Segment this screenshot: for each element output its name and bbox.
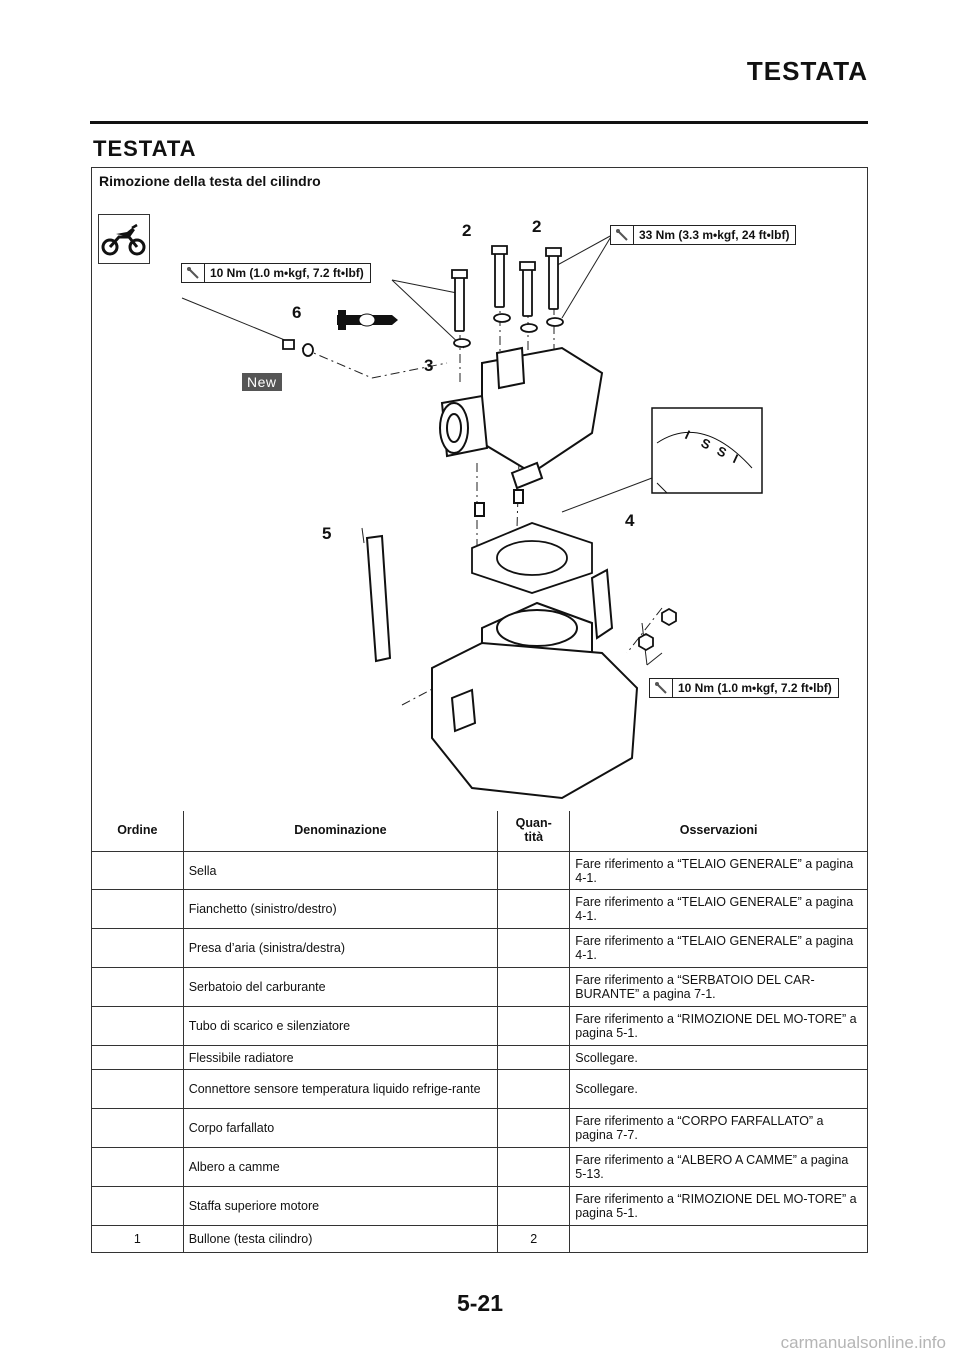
column-header-name: Denominazione <box>182 811 498 852</box>
cell-quantity: 2 <box>497 1225 570 1253</box>
cell-order <box>92 1108 184 1148</box>
part-number-5: 5 <box>322 524 332 543</box>
cell-order <box>92 967 184 1007</box>
table-row: Flessibile radiatore Scollegare. <box>92 1045 867 1070</box>
cell-name: Sella <box>182 851 498 890</box>
motorcycle-icon <box>98 214 150 264</box>
torque-wrench-icon <box>650 679 673 697</box>
svg-text:I: I <box>683 427 693 442</box>
cell-quantity <box>497 967 570 1007</box>
table-row: Connettore sensore temperatura liquido r… <box>92 1069 867 1109</box>
cell-order <box>92 852 183 890</box>
cell-notes: Scollegare. <box>569 1045 867 1070</box>
table-row: Albero a camme Fare riferimento a “ALBER… <box>92 1147 867 1187</box>
cell-notes: Fare riferimento a “SERBATOIO DEL CAR-BU… <box>569 967 867 1007</box>
watermark: carmanualsonline.info <box>780 1333 946 1352</box>
cell-order <box>92 1045 184 1070</box>
column-header-order: Ordine <box>92 811 184 852</box>
table-row: Tubo di scarico e silenziatore Fare rife… <box>92 1006 867 1046</box>
torque-wrench-icon <box>182 264 205 282</box>
cell-name: Staffa superiore motore <box>182 1186 498 1226</box>
table-row: Corpo farfallato Fare riferimento a “COR… <box>92 1108 867 1148</box>
cell-quantity <box>497 1069 570 1109</box>
cell-order <box>92 1006 184 1046</box>
cell-notes: Fare riferimento a “TELAIO GENERALE” a p… <box>569 928 867 968</box>
table-row: 1 Bullone (testa cilindro) 2 <box>92 1225 867 1253</box>
cell-notes: Fare riferimento a “ALBERO A CAMME” a pa… <box>569 1147 867 1187</box>
cell-quantity <box>497 851 570 890</box>
part-number-6: 6 <box>292 303 302 322</box>
cell-notes: Fare riferimento a “RIMOZIONE DEL MO-TOR… <box>569 1186 867 1226</box>
cell-order <box>92 928 184 968</box>
cell-order <box>92 1147 184 1187</box>
cell-quantity <box>497 1186 570 1226</box>
header-rule <box>90 121 868 124</box>
cell-name: Corpo farfallato <box>182 1108 498 1148</box>
torque-label-nuts: 10 Nm (1.0 m•kgf, 7.2 ft•lbf) <box>649 678 839 698</box>
cell-name: Flessibile radiatore <box>182 1045 498 1070</box>
table-row: Staffa superiore motore Fare riferimento… <box>92 1186 867 1226</box>
torque-wrench-icon <box>611 226 634 244</box>
cell-name: Serbatoio del carburante <box>182 967 498 1007</box>
cell-order: 1 <box>92 1225 184 1253</box>
table-header-row: Ordine Denominazione Quan- tità Osservaz… <box>92 811 867 852</box>
svg-text:I: I <box>731 451 741 466</box>
cell-name: Tubo di scarico e silenziatore <box>182 1006 498 1046</box>
cell-quantity <box>497 889 570 929</box>
part-number-2: 2 <box>462 221 472 240</box>
cell-quantity <box>497 1006 570 1046</box>
column-header-quantity: Quan- tità <box>497 811 570 852</box>
cylinder-head-exploded-diagram: I S S I <box>181 234 763 800</box>
part-number-3: 3 <box>424 356 434 375</box>
diagram-caption: Rimozione della testa del cilindro <box>99 173 321 189</box>
torque-value: 10 Nm (1.0 m•kgf, 7.2 ft•lbf) <box>678 681 832 695</box>
section-title: TESTATA <box>93 136 197 161</box>
torque-label-bolts: 33 Nm (3.3 m•kgf, 24 ft•lbf) <box>610 225 797 245</box>
table-row: Fianchetto (sinistro/destro) Fare riferi… <box>92 889 867 929</box>
cell-notes: Fare riferimento a “CORPO FARFALLATO” a … <box>569 1108 867 1148</box>
table-row: Serbatoio del carburante Fare riferiment… <box>92 967 867 1007</box>
torque-label-bolt-6: 10 Nm (1.0 m•kgf, 7.2 ft•lbf) <box>181 263 371 283</box>
cell-notes: Scollegare. <box>569 1069 867 1109</box>
torque-value: 33 Nm (3.3 m•kgf, 24 ft•lbf) <box>639 228 790 242</box>
table-row: Presa d’aria (sinistra/destra) Fare rife… <box>92 928 867 968</box>
cell-notes <box>569 1225 867 1253</box>
cell-quantity <box>497 928 570 968</box>
page-number: 5-21 <box>456 1290 504 1316</box>
cell-notes: Fare riferimento a “TELAIO GENERALE” a p… <box>569 889 867 929</box>
cell-notes: Fare riferimento a “RIMOZIONE DEL MO-TOR… <box>569 1006 867 1046</box>
cell-order <box>92 889 184 929</box>
cell-order <box>92 1069 184 1109</box>
cell-name: Bullone (testa cilindro) <box>182 1225 498 1253</box>
cell-name: Presa d’aria (sinistra/destra) <box>182 928 498 968</box>
parts-table: Ordine Denominazione Quan- tità Osservaz… <box>92 811 867 1253</box>
cell-name: Albero a camme <box>182 1147 498 1187</box>
cell-order <box>92 1186 184 1226</box>
cell-name: Connettore sensore temperatura liquido r… <box>182 1069 498 1109</box>
cell-notes: Fare riferimento a “TELAIO GENERALE” a p… <box>569 851 867 890</box>
oil-lube-icon <box>337 310 398 330</box>
table-row: Sella Fare riferimento a “TELAIO GENERAL… <box>92 851 867 890</box>
part-number-2: 2 <box>532 217 542 236</box>
part-number-4: 4 <box>625 511 635 530</box>
content-frame: Rimozione della testa del cilindro <box>91 167 868 1253</box>
column-header-notes: Osservazioni <box>569 811 867 852</box>
cell-name: Fianchetto (sinistro/destro) <box>182 889 498 929</box>
cell-quantity <box>497 1045 570 1070</box>
header-title: TESTATA <box>746 56 868 86</box>
torque-value: 10 Nm (1.0 m•kgf, 7.2 ft•lbf) <box>210 266 364 280</box>
cell-quantity <box>497 1147 570 1187</box>
cell-quantity <box>497 1108 570 1148</box>
new-part-badge: New <box>242 373 282 391</box>
